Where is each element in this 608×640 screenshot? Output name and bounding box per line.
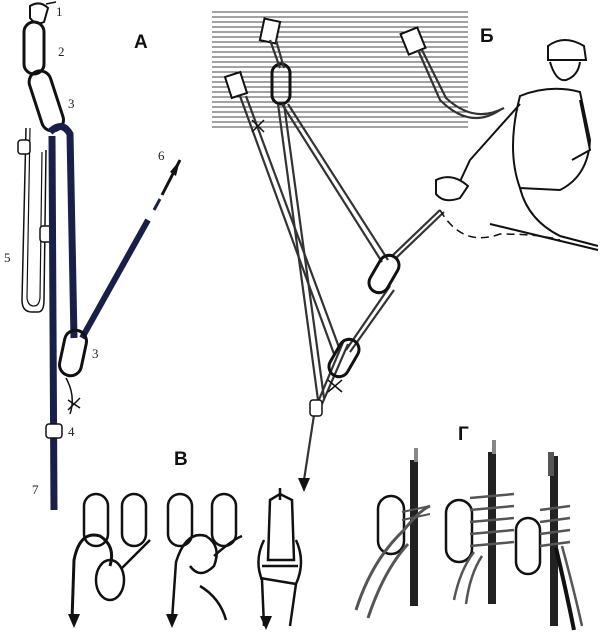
callout-1: 1 xyxy=(56,4,63,19)
callout-3-top: 3 xyxy=(68,96,75,111)
anchor-bolt-icon xyxy=(223,17,427,100)
callout-2: 2 xyxy=(58,44,65,59)
sling-knot-top xyxy=(17,139,31,155)
down-arrow-icon xyxy=(68,614,80,628)
down-arrow-icon xyxy=(260,616,272,630)
rescuer-figure xyxy=(435,39,599,251)
hitch-step-3 xyxy=(514,452,584,631)
pulley-carabiner-lower xyxy=(327,337,361,379)
hitch-step-1 xyxy=(354,448,431,619)
panel-v-letter: В xyxy=(174,449,188,470)
callout-3-bottom: 3 xyxy=(92,346,99,361)
pulley-carabiner-upper xyxy=(367,253,401,295)
panel-b-letter: Б xyxy=(480,26,494,47)
anchor-carabiner xyxy=(270,62,292,106)
callout-7: 7 xyxy=(32,482,39,497)
munter-step-1 xyxy=(70,492,151,621)
panel-v: В xyxy=(68,449,303,630)
rope-dashed xyxy=(439,209,561,241)
hitch-step-2 xyxy=(444,440,515,605)
panel-g-letter: Г xyxy=(458,424,469,445)
callout-4: 4 xyxy=(68,424,75,439)
munter-step-3 xyxy=(257,488,303,627)
panel-a-letter: А xyxy=(134,32,148,53)
main-rope-upper xyxy=(47,123,78,339)
panel-a: А 1 2 3 6 5 3 4 7 xyxy=(4,1,182,511)
panel-b: Б xyxy=(212,11,599,492)
down-arrow-icon xyxy=(166,614,178,628)
carabiner-lower xyxy=(58,328,88,378)
panel-g: Г xyxy=(354,424,584,631)
anchor-sling-ropes xyxy=(238,39,505,405)
pull-rope xyxy=(79,218,151,340)
callout-6: 6 xyxy=(158,148,165,163)
down-arrow-icon xyxy=(298,478,310,492)
main-rope xyxy=(48,135,58,511)
munter-step-2 xyxy=(166,492,243,621)
anchor-hook-icon xyxy=(29,1,57,25)
rock-hatching xyxy=(212,11,468,128)
prusik-knot xyxy=(45,423,63,439)
callout-5: 5 xyxy=(4,250,11,265)
sling-rope-loop xyxy=(21,127,47,313)
carabiner-upper xyxy=(22,20,46,76)
